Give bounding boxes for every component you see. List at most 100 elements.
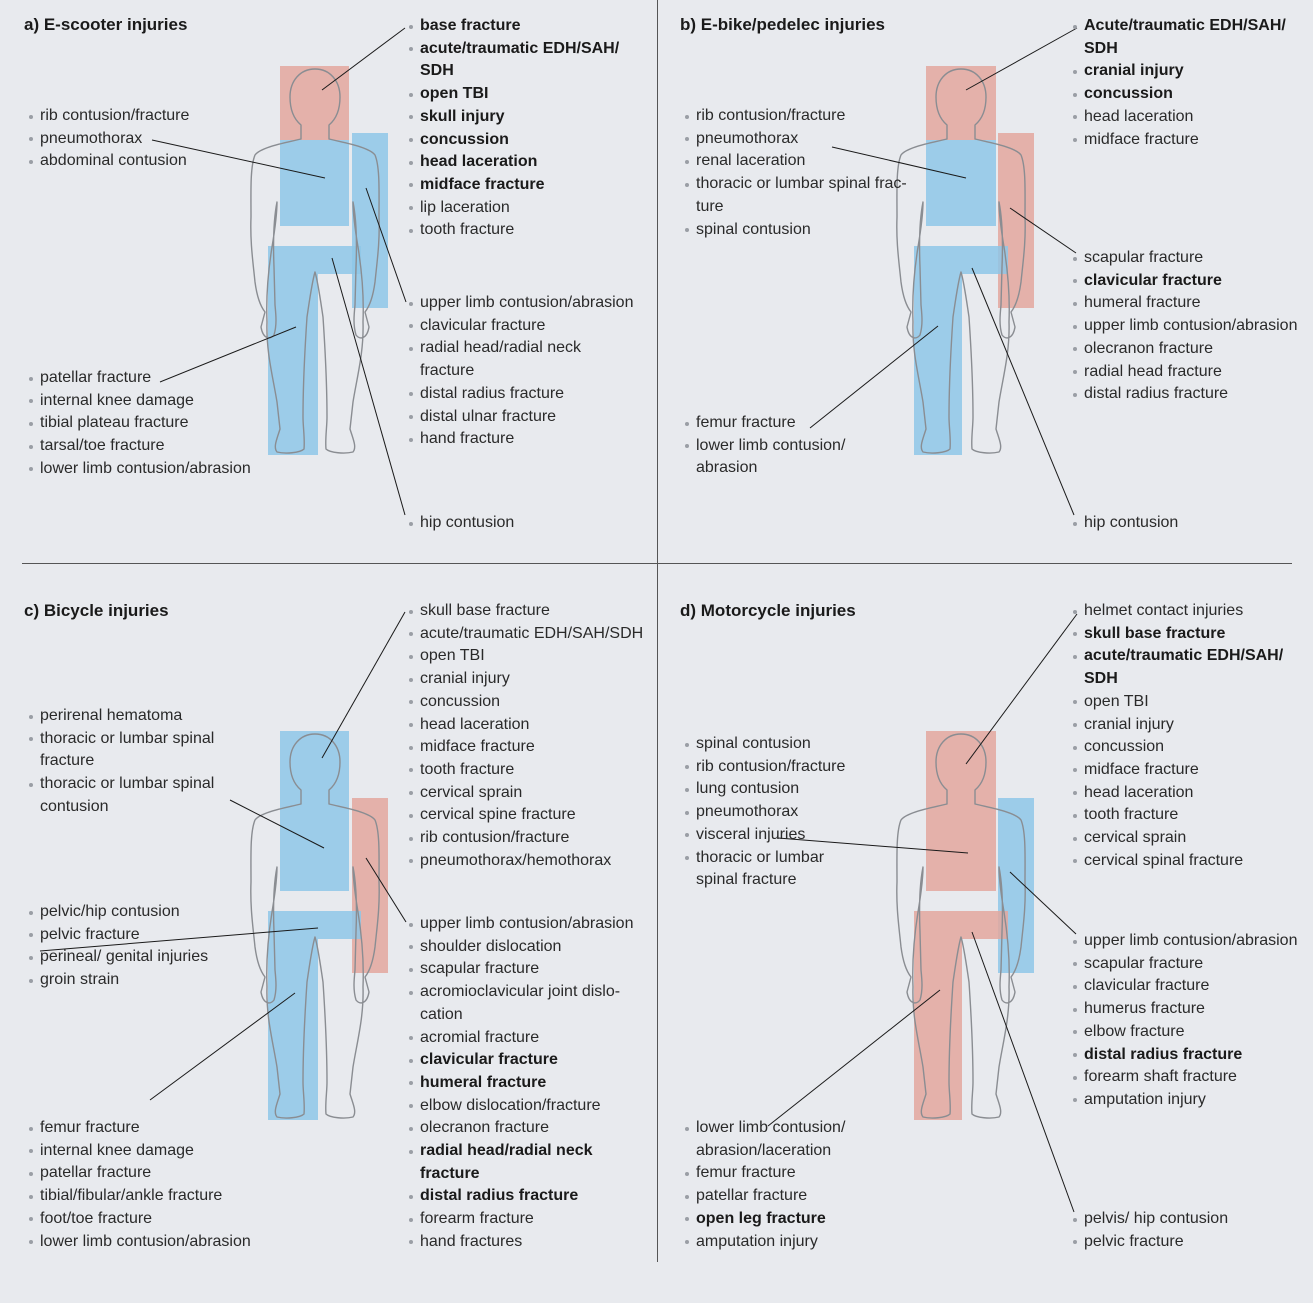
- injury-item: renal laceration: [684, 150, 907, 173]
- panel-c-torso-list: perirenal hematomathoracic or lumbar spi…: [28, 705, 214, 819]
- injury-item: thoracic or lumbar spinal contusion: [28, 773, 214, 818]
- injury-item-label: thoracic or lumbar spinal frac- ture: [696, 175, 907, 215]
- injury-item-label: hand fracture: [420, 430, 514, 447]
- injury-item: visceral injuries: [684, 824, 845, 847]
- injury-item: spinal contusion: [684, 733, 845, 756]
- injury-item-label: skull base fracture: [420, 602, 550, 619]
- torso-region: [280, 805, 349, 891]
- injury-item-label: internal knee damage: [40, 1142, 194, 1159]
- injury-item: olecranon fracture: [408, 1117, 633, 1140]
- injury-item: pneumothorax: [28, 128, 189, 151]
- injury-item: distal radius fracture: [408, 383, 633, 406]
- injury-item: lower limb contusion/ abrasion: [684, 435, 845, 480]
- injury-item: head laceration: [1072, 782, 1283, 805]
- injury-item: cranial injury: [408, 668, 643, 691]
- injury-item: lower limb contusion/abrasion: [28, 458, 251, 481]
- injury-item-label: head laceration: [420, 716, 529, 733]
- injury-item: pelvic fracture: [28, 924, 208, 947]
- injury-item-label: skull injury: [420, 108, 504, 125]
- panel-a-hip-list: hip contusion: [408, 512, 514, 535]
- injury-item: cranial injury: [1072, 714, 1283, 737]
- injury-item-label: distal ulnar fracture: [420, 408, 556, 425]
- injury-item: abdominal contusion: [28, 150, 189, 173]
- injury-item-label: foot/toe fracture: [40, 1210, 152, 1227]
- panel-d-leg-list: lower limb contusion/ abrasion/laceratio…: [684, 1117, 845, 1253]
- injury-item: hip contusion: [1072, 512, 1178, 535]
- injury-item: lower limb contusion/ abrasion/laceratio…: [684, 1117, 845, 1162]
- injury-item: radial head/radial neck fracture: [408, 1140, 633, 1185]
- injury-item-label: forearm shaft fracture: [1084, 1068, 1237, 1085]
- panel-b-torso-list: rib contusion/fracturepneumothoraxrenal …: [684, 105, 907, 241]
- injury-item: radial head fracture: [1072, 361, 1297, 384]
- injury-item-label: pneumothorax: [696, 130, 798, 147]
- injury-item: pneumothorax: [684, 128, 907, 151]
- pelvis-region: [268, 911, 361, 939]
- injury-item-label: humerus fracture: [1084, 1000, 1205, 1017]
- injury-item-label: lower limb contusion/ abrasion: [696, 437, 845, 477]
- injury-item: foot/toe fracture: [28, 1208, 251, 1231]
- injury-item-label: rib contusion/fracture: [40, 107, 189, 124]
- injury-item-label: pelvic fracture: [1084, 1233, 1184, 1250]
- injury-item-label: acute/traumatic EDH/SAH/SDH: [420, 625, 643, 642]
- injury-item: elbow fracture: [1072, 1021, 1297, 1044]
- injury-item-label: clavicular fracture: [420, 317, 545, 334]
- injury-item: Acute/traumatic EDH/SAH/ SDH: [1072, 15, 1286, 60]
- injury-item: perineal/ genital injuries: [28, 946, 208, 969]
- injury-item: scapular fracture: [1072, 953, 1297, 976]
- injury-item-label: olecranon fracture: [1084, 340, 1213, 357]
- injury-item-label: helmet contact injuries: [1084, 602, 1243, 619]
- injury-item-label: elbow dislocation/fracture: [420, 1097, 601, 1114]
- injury-item: cervical sprain: [408, 782, 643, 805]
- injury-item-label: head laceration: [1084, 784, 1193, 801]
- injury-item-label: cranial injury: [1084, 62, 1184, 79]
- injury-item-label: concussion: [420, 693, 500, 710]
- injury-item-label: visceral injuries: [696, 826, 805, 843]
- injury-item-label: tooth fracture: [420, 221, 514, 238]
- injury-item-label: renal laceration: [696, 152, 805, 169]
- injury-item-label: radial head fracture: [1084, 363, 1222, 380]
- injury-item-label: perineal/ genital injuries: [40, 948, 208, 965]
- injury-item-label: hip contusion: [1084, 514, 1178, 531]
- injury-item-label: upper limb contusion/abrasion: [1084, 932, 1297, 949]
- injury-item-label: concussion: [1084, 85, 1173, 102]
- injury-item: cervical spinal fracture: [1072, 850, 1283, 873]
- injury-item-label: concussion: [1084, 738, 1164, 755]
- injury-item-label: spinal contusion: [696, 735, 811, 752]
- injury-item-label: lower limb contusion/abrasion: [40, 1233, 251, 1250]
- injury-item-label: lower limb contusion/ abrasion/laceratio…: [696, 1119, 845, 1159]
- injury-item-label: upper limb contusion/abrasion: [420, 915, 633, 932]
- injury-item: skull base fracture: [408, 600, 643, 623]
- panel-c-title: c) Bicycle injuries: [24, 601, 169, 621]
- injury-item-label: lower limb contusion/abrasion: [40, 460, 251, 477]
- injury-item: olecranon fracture: [1072, 338, 1297, 361]
- injury-item: radial head/radial neck fracture: [408, 337, 633, 382]
- injury-item: distal radius fracture: [408, 1185, 633, 1208]
- injury-item: femur fracture: [684, 412, 845, 435]
- injury-item-label: scapular fracture: [420, 960, 539, 977]
- injury-item-label: internal knee damage: [40, 392, 194, 409]
- injury-item-label: cervical spine fracture: [420, 806, 576, 823]
- injury-item-label: lip laceration: [420, 199, 510, 216]
- injury-item: groin strain: [28, 969, 208, 992]
- injury-item: tooth fracture: [1072, 804, 1283, 827]
- injury-item: concussion: [408, 129, 619, 152]
- injury-item-label: clavicular fracture: [1084, 977, 1209, 994]
- injury-item: acromioclavicular joint dislo- cation: [408, 981, 633, 1026]
- panel-a-title: a) E-scooter injuries: [24, 15, 187, 35]
- injury-item-label: femur fracture: [696, 1164, 796, 1181]
- injury-item: humerus fracture: [1072, 998, 1297, 1021]
- injury-item: midface fracture: [408, 736, 643, 759]
- injury-item: pelvic fracture: [1072, 1231, 1228, 1254]
- injury-item: lower limb contusion/abrasion: [28, 1231, 251, 1254]
- injury-item: head laceration: [1072, 106, 1286, 129]
- injury-item-label: distal radius fracture: [420, 1187, 578, 1204]
- injury-item: tooth fracture: [408, 759, 643, 782]
- injury-item: clavicular fracture: [408, 1049, 633, 1072]
- panel-d-title: d) Motorcycle injuries: [680, 601, 856, 621]
- injury-item: head laceration: [408, 714, 643, 737]
- injury-item: acute/traumatic EDH/SAH/SDH: [408, 623, 643, 646]
- injury-item-label: scapular fracture: [1084, 249, 1203, 266]
